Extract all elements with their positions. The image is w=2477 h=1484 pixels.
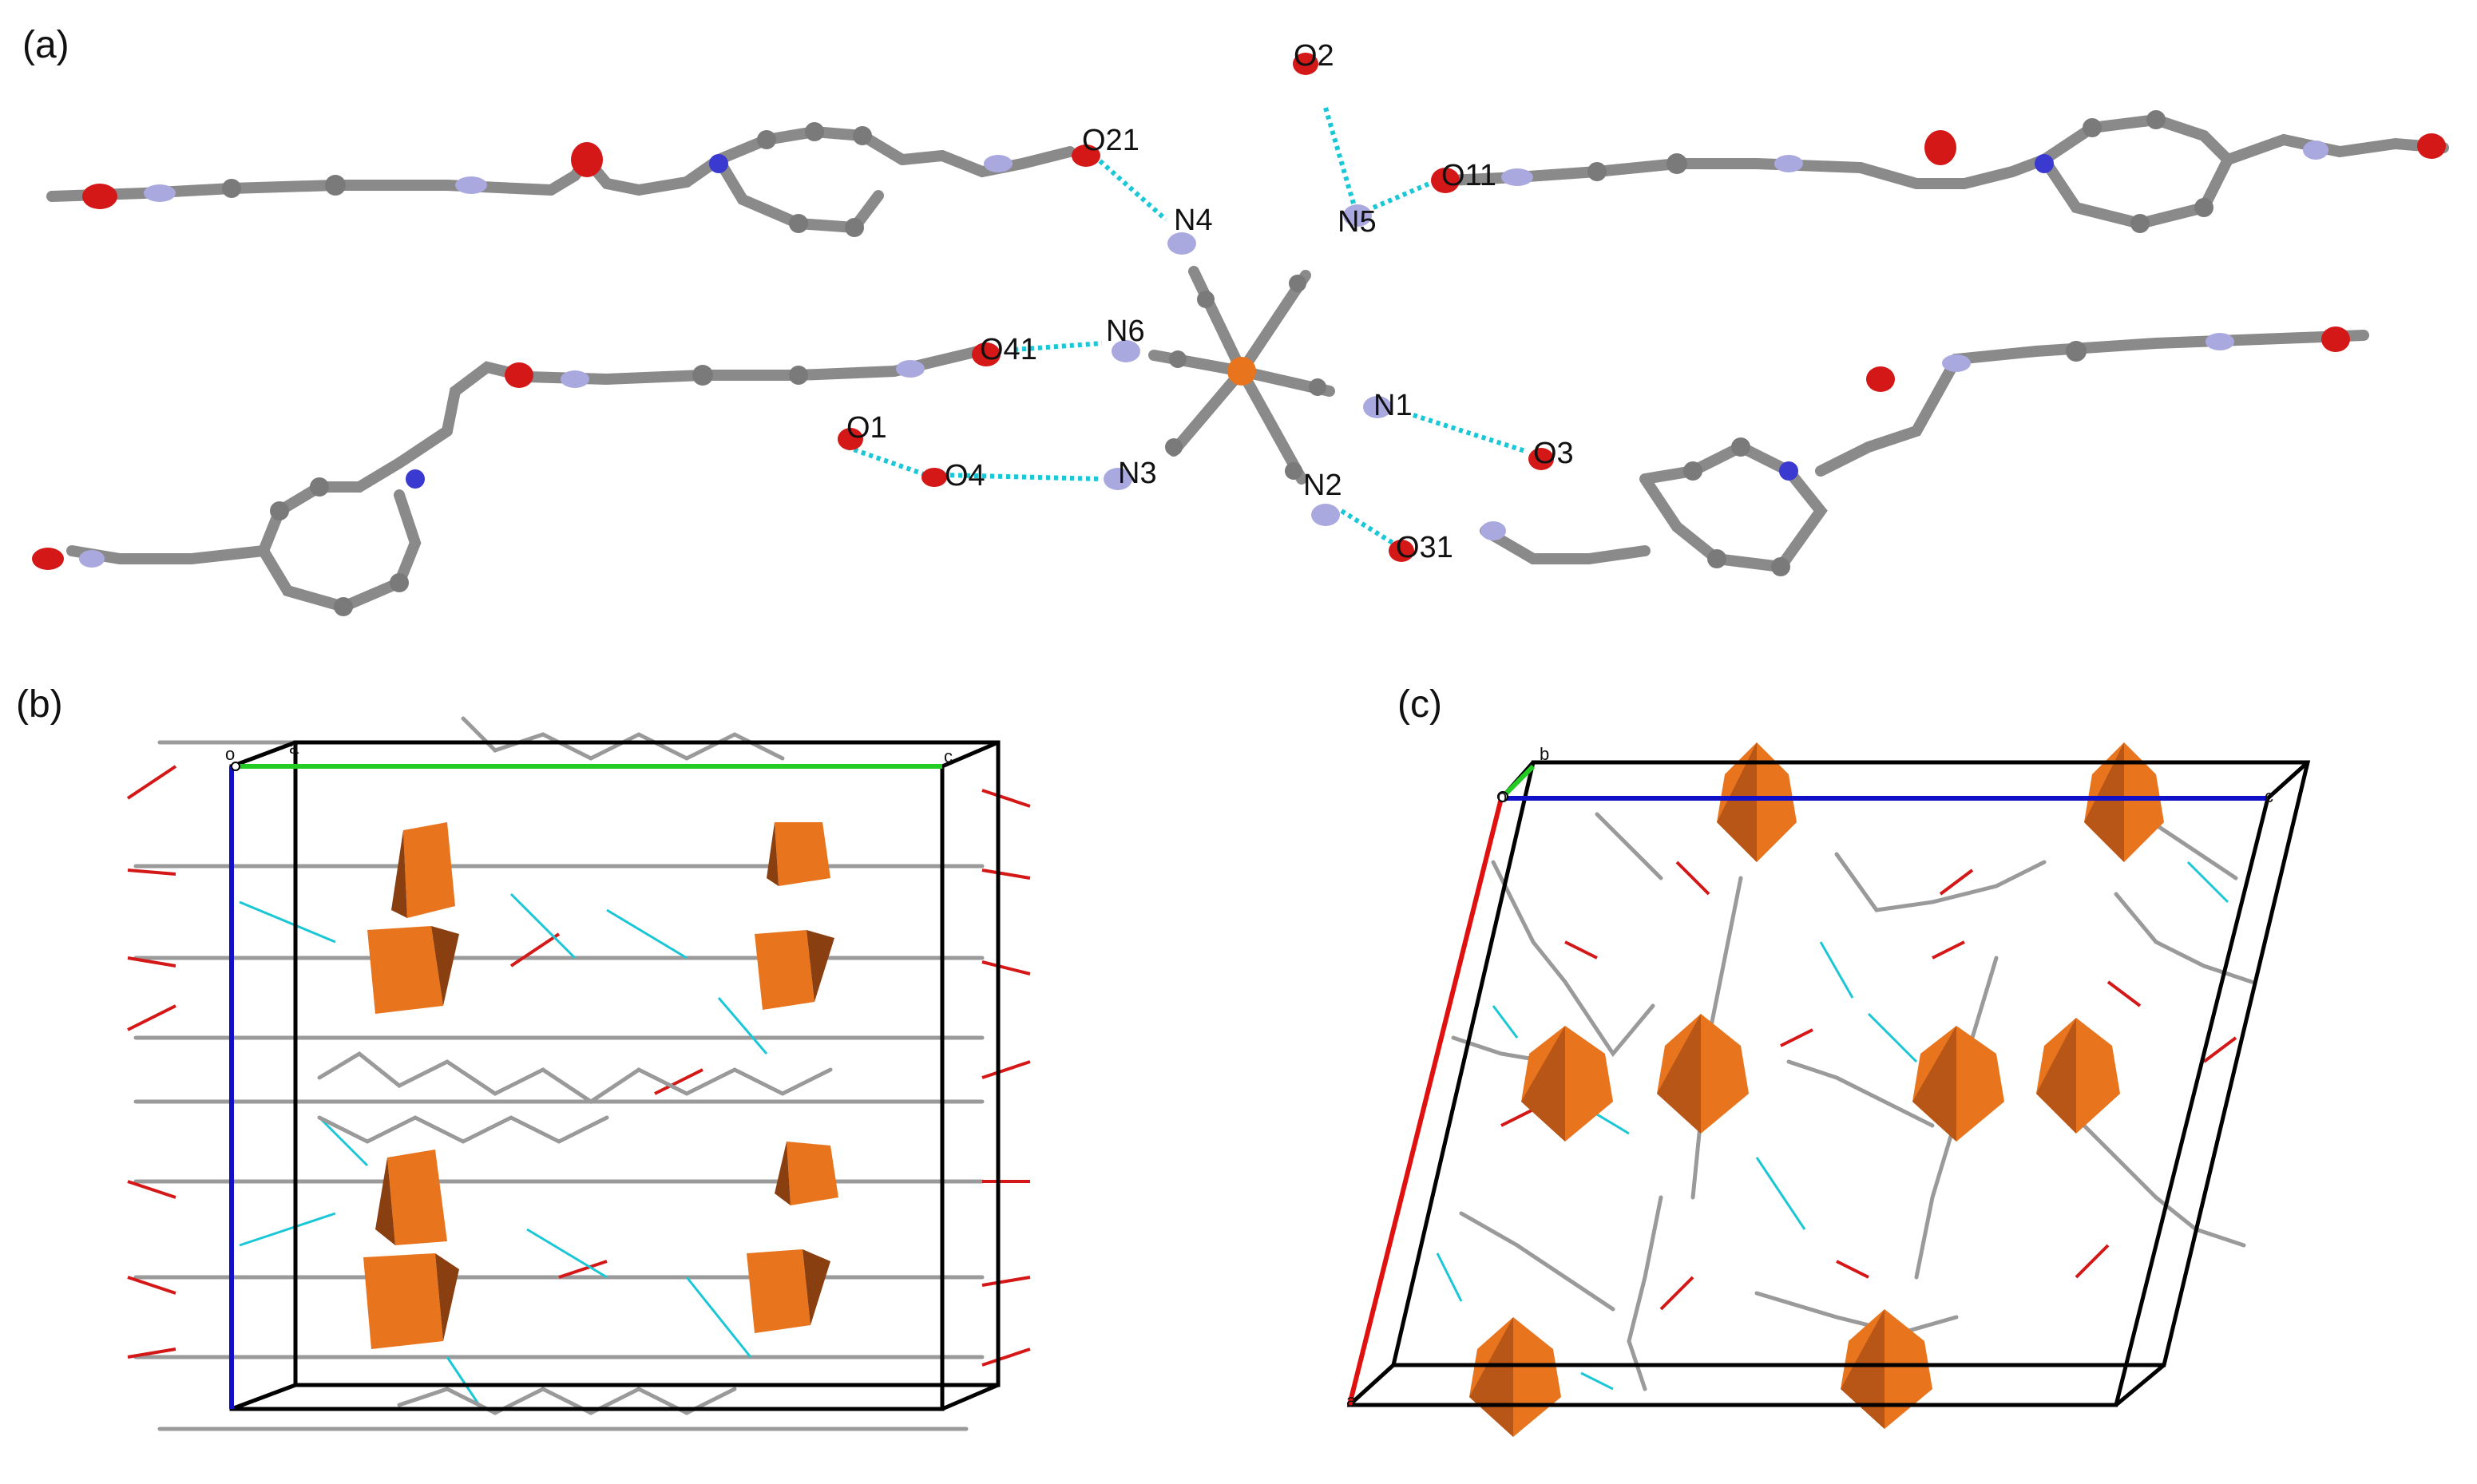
panel-b-molecular-network — [126, 716, 1031, 1431]
label-N2: N2 — [1303, 469, 1342, 502]
panel-a-atoms — [32, 53, 2446, 616]
panel-c-molecular-network — [1436, 796, 2254, 1391]
label-N5: N5 — [1338, 205, 1377, 239]
label-O3: O3 — [1533, 437, 1574, 470]
label-O2: O2 — [1294, 39, 1334, 73]
panel-a-atom-labels: O2 O21 O11 N4 N5 O41 N6 N1 O1 O3 O4 N3 N… — [846, 39, 1574, 564]
panel-c-a-letter: a — [1346, 1391, 1357, 1411]
panel-a: (a) — [22, 24, 2449, 616]
panel-b: (b) — [16, 683, 1031, 1431]
panel-a-label: (a) — [22, 24, 69, 66]
panel-b-label: (b) — [16, 683, 63, 726]
label-O31: O31 — [1396, 531, 1453, 564]
panel-b-origin-letter: o — [225, 744, 235, 764]
iron-atom — [1227, 357, 1256, 386]
label-N6: N6 — [1106, 315, 1145, 348]
label-O41: O41 — [980, 333, 1037, 366]
panel-c-origin-letter: o — [1497, 786, 1507, 806]
label-O1: O1 — [846, 411, 887, 445]
panel-c-b-letter: b — [1540, 744, 1549, 764]
label-O11: O11 — [1441, 159, 1496, 192]
panel-c-unit-cell: o b c a — [1346, 744, 2311, 1411]
panel-b-unit-cell: o a c — [225, 738, 1001, 1411]
panel-b-octahedra — [363, 822, 838, 1349]
panel-a-bonds — [46, 107, 2449, 613]
label-N3: N3 — [1118, 457, 1157, 490]
label-N4: N4 — [1174, 204, 1213, 237]
label-O4: O4 — [945, 459, 985, 493]
panel-c-c-letter: c — [2265, 786, 2273, 806]
label-N1: N1 — [1373, 389, 1413, 422]
label-O21: O21 — [1082, 124, 1139, 157]
panel-b-a-letter: a — [289, 738, 299, 758]
a-axis-c — [1347, 797, 1504, 1406]
panel-c: (c) — [1346, 683, 2311, 1437]
panel-c-label: (c) — [1397, 683, 1442, 726]
panel-c-octahedra — [1469, 742, 2164, 1437]
panel-b-c-letter: c — [944, 746, 953, 766]
